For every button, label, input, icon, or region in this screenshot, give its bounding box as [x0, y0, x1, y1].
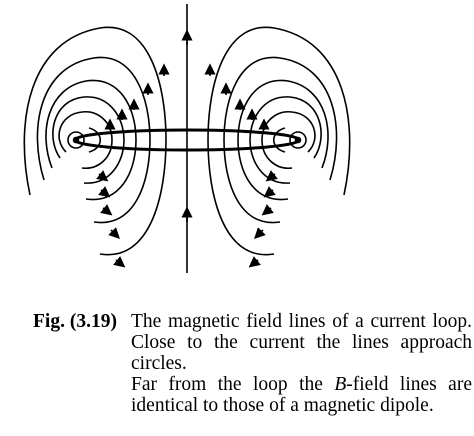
caption-line-2-prefix: Far from the loop the	[131, 374, 335, 395]
caption-line-2-suffix: -field lines are identical to those of a…	[131, 374, 472, 416]
left-arrow-9	[108, 227, 120, 239]
left-arrow-10	[113, 256, 126, 268]
right-arrow-6	[265, 170, 278, 182]
field-lines-diagram	[23, 4, 351, 273]
left-conductor-outer	[67, 131, 85, 149]
left-field-line-2	[58, 111, 113, 169]
left-field-line-3	[52, 96, 125, 184]
right-conductor-inner	[294, 136, 302, 144]
right-arrow-7	[263, 186, 276, 198]
left-field-line-4	[45, 79, 137, 201]
right-arrow-8	[261, 204, 274, 216]
right-conductor-outer	[289, 131, 307, 149]
right-arrow-9	[254, 227, 266, 239]
right-field-line-3	[249, 96, 322, 184]
left-conductor-inner	[72, 136, 80, 144]
caption-label: Fig. (3.19)	[33, 311, 117, 332]
right-arrow-10	[248, 256, 261, 268]
caption-line-2: Far from the loop the B-field lines are …	[131, 374, 472, 416]
left-field-line-6	[23, 26, 167, 256]
left-arrow-8	[100, 204, 113, 216]
right-field-line-5	[223, 56, 338, 224]
left-arrow-6	[96, 170, 109, 182]
right-field-line-4	[237, 79, 329, 201]
left-arrow-7	[98, 186, 111, 198]
right-field-line-1	[272, 127, 286, 153]
caption-line-1: The magnetic field lines of a current lo…	[131, 311, 472, 374]
right-field-line-2	[261, 111, 316, 169]
caption-body: The magnetic field lines of a current lo…	[131, 311, 472, 416]
b-field-symbol: B	[334, 374, 347, 395]
right-field-line-6	[207, 26, 351, 256]
left-field-line-5	[36, 56, 151, 224]
left-field-line-1	[88, 127, 102, 153]
